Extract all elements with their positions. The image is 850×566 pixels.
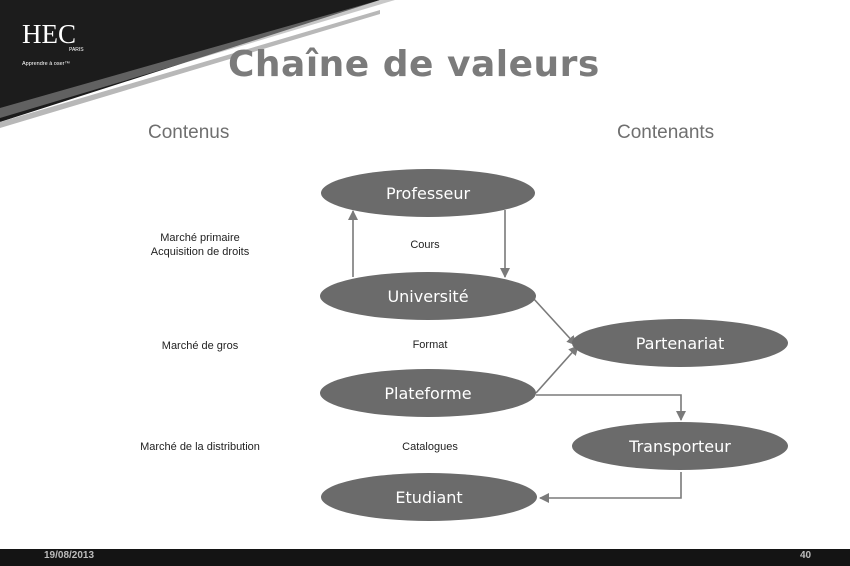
node-transporteur-label: Transporteur (628, 437, 731, 456)
node-etudiant: Etudiant (321, 473, 537, 521)
node-universite-label: Université (387, 287, 468, 306)
banner-stripe-mid (0, 0, 395, 118)
node-professeur: Professeur (321, 169, 535, 217)
node-universite-shape (320, 272, 536, 320)
node-partenariat-label: Partenariat (636, 334, 724, 353)
node-partenariat-shape (572, 319, 788, 367)
arrow-universite-to-partenariat (532, 297, 577, 346)
node-professeur-shape (321, 169, 535, 217)
arrow-plateforme-to-partenariat (535, 345, 579, 394)
node-etudiant-label: Etudiant (395, 488, 462, 507)
flow-label-catalogues: Catalogues (402, 441, 458, 453)
flow-label-format: Format (412, 339, 448, 351)
row-label-primary: Marché primaire Acquisition de droits (120, 231, 280, 259)
arrow-plateforme-to-transporteur (536, 394, 686, 421)
row-label-distribution: Marché de la distribution (140, 441, 260, 453)
row-label-gros: Marché de gros (161, 340, 239, 352)
node-professeur-label: Professeur (386, 184, 471, 203)
column-header-contenus: Contenus (148, 122, 230, 143)
node-etudiant-shape (321, 473, 537, 521)
node-transporteur-shape (572, 422, 788, 470)
logo-tagline: Apprendre à oser™ (22, 61, 70, 67)
node-partenariat: Partenariat (572, 319, 788, 367)
node-universite: Université (320, 272, 536, 320)
footer-page-number: 40 (800, 550, 812, 561)
footer-bar: 19/08/2013 40 (0, 549, 850, 566)
banner-stripe-light (0, 10, 380, 128)
header-banner: HEC PARIS Apprendre à oser™ (0, 0, 395, 128)
node-plateforme-label: Plateforme (384, 384, 471, 403)
footer-date: 19/08/2013 (44, 550, 95, 561)
arrow-transporteur-to-etudiant (539, 472, 682, 503)
logo-text: HEC (22, 19, 76, 49)
row-label-primary-line2: Acquisition de droits (150, 246, 250, 258)
page-title: Chaîne de valeurs (228, 44, 600, 85)
node-transporteur: Transporteur (572, 422, 788, 470)
column-header-contenants: Contenants (617, 122, 715, 143)
logo-sub: PARIS (69, 47, 84, 53)
row-label-primary-line1: Marché primaire (160, 232, 240, 244)
node-plateforme: Plateforme (320, 369, 536, 417)
node-plateforme-shape (320, 369, 536, 417)
flow-label-cours: Cours (410, 239, 440, 251)
